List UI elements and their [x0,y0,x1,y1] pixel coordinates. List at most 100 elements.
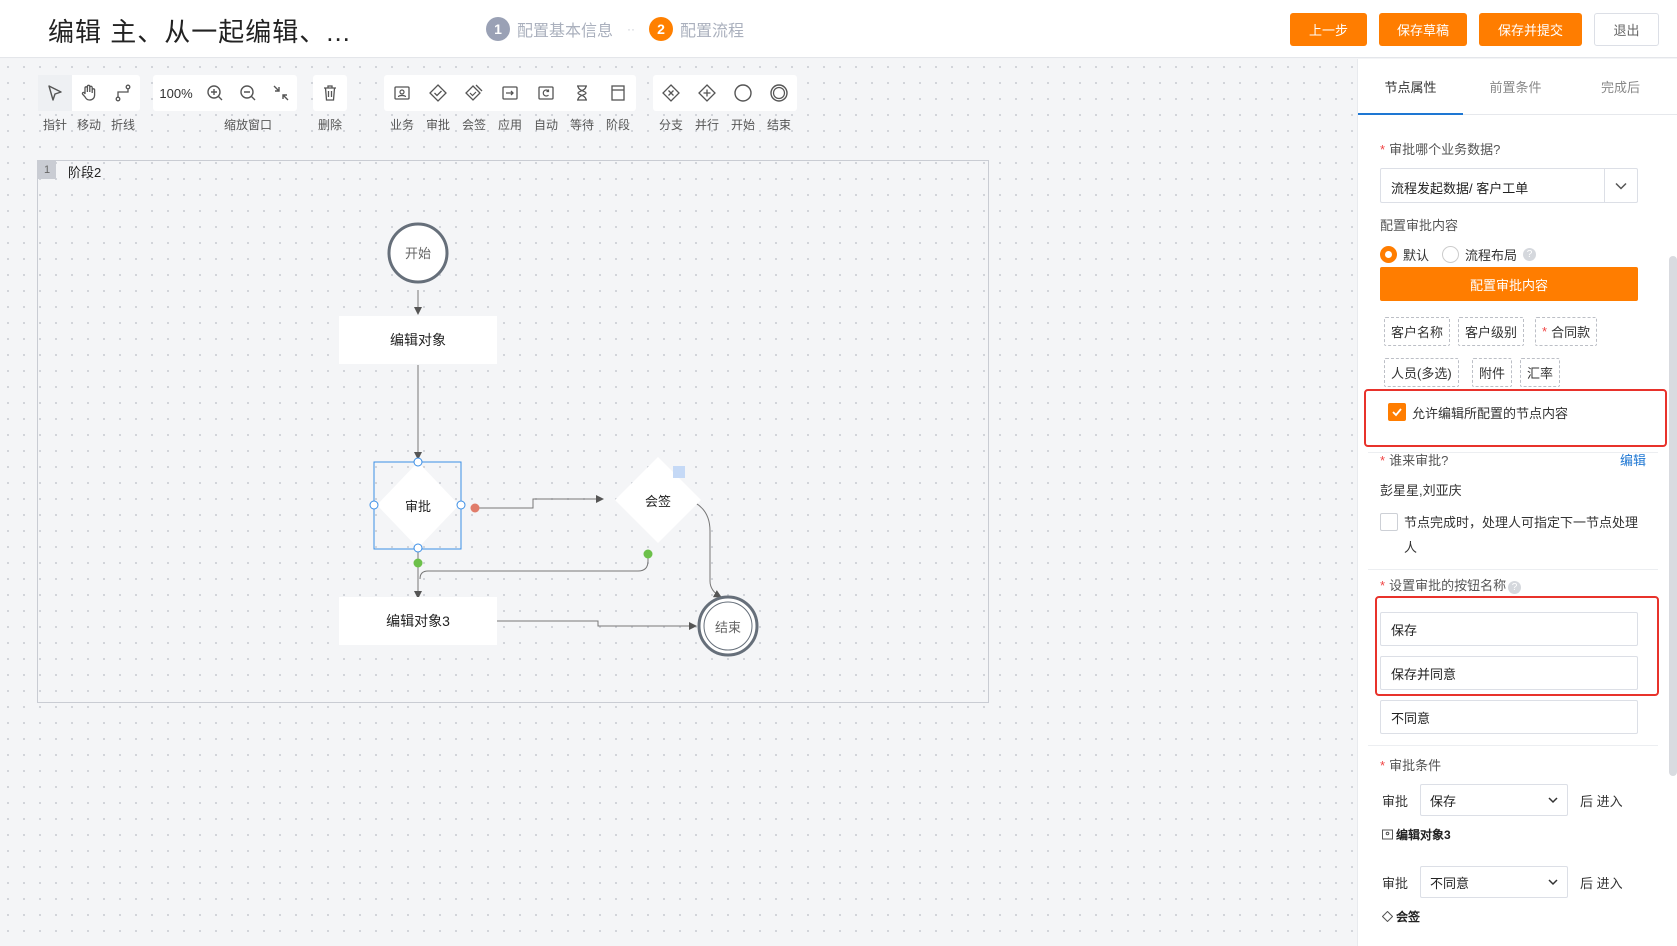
field-tag-required[interactable]: *合同款 [1535,317,1598,346]
zoom-in-icon [207,85,223,101]
condition-select[interactable]: 不同意 [1420,866,1568,898]
help-icon[interactable]: ? [1523,248,1537,261]
help-icon[interactable]: ? [1508,581,1522,594]
polyline-tool[interactable] [106,75,140,111]
approve-label: 审批 [425,118,450,132]
fit-window-button[interactable] [264,75,297,111]
config-content-button[interactable]: 配置审批内容 [1380,267,1638,301]
stage-tool[interactable] [600,75,636,111]
start-tool[interactable] [725,75,761,111]
countersign-node-shape[interactable] [615,457,701,543]
button-name-input[interactable]: 保存并同意 [1380,656,1638,690]
end-node-shape[interactable] [697,595,759,657]
button-names-label: *设置审批的按钮名称? [1380,575,1522,594]
business-tool[interactable] [384,75,420,111]
auto-tool[interactable] [528,75,564,111]
edit-approvers-link[interactable]: 编辑 [1620,453,1647,468]
handle-bottom[interactable] [413,543,423,553]
save-submit-button[interactable]: 保存并提交 [1479,13,1582,46]
prev-step-button[interactable]: 上一步 [1290,13,1367,46]
tab-node-properties[interactable]: 节点属性 [1358,59,1463,115]
content-config-label: 配置审批内容 [1380,218,1459,233]
connect-point-green[interactable] [413,558,423,568]
save-draft-button[interactable]: 保存草稿 [1379,13,1467,46]
edge-edit3-to-end[interactable] [493,620,697,630]
branch-tool[interactable] [653,75,689,111]
countersign-badge [673,466,685,478]
condition-select-value: 保存 [1430,793,1457,809]
apply-tool[interactable] [492,75,528,111]
countersign-tool[interactable] [456,75,492,111]
step-basic-info[interactable]: 1 配置基本信息 [486,17,613,41]
wait-label: 等待 [569,118,594,132]
end-circle-icon [770,84,788,102]
handle-right[interactable] [456,500,466,510]
toolgroup-delete [313,75,347,111]
tab-after-completion[interactable]: 完成后 [1600,80,1640,95]
parallel-icon [698,84,716,102]
flow-canvas[interactable]: 指针 移动 折线 100% 缩放窗口 删除 [0,59,1357,946]
countersign-node-icon [1382,911,1393,922]
business-icon [394,86,410,100]
move-tool[interactable] [72,75,106,111]
parallel-tool[interactable] [689,75,725,111]
field-tag[interactable]: 人员(多选) [1384,358,1459,387]
edge-countersign-to-edit3[interactable] [419,554,649,580]
step-config-flow[interactable]: 2 配置流程 [649,17,744,41]
toolgroup-control [653,75,797,111]
handle-top[interactable] [413,457,423,467]
tab-preconditions[interactable]: 前置条件 [1489,80,1542,95]
condition-select[interactable]: 保存 [1420,784,1568,816]
edge-countersign-to-end[interactable] [685,498,722,598]
condition-prefix: 审批 [1382,876,1409,891]
connect-point-green[interactable] [643,549,653,559]
allow-edit-checkbox[interactable]: 允许编辑所配置的节点内容 [1388,403,1568,422]
auto-label: 自动 [533,118,558,132]
field-tag[interactable]: 客户级别 [1458,317,1525,346]
highlight-box [1364,389,1667,447]
field-tag[interactable]: 附件 [1472,358,1513,387]
button-name-input[interactable]: 保存 [1380,612,1638,646]
radio-default[interactable]: 默认 [1380,245,1429,264]
business-data-select[interactable]: 流程发起数据/ 客户工单 [1380,168,1638,203]
field-tag[interactable]: 汇率 [1520,358,1561,387]
pointer-tool[interactable] [38,75,72,111]
radio-flow-layout[interactable]: 流程布局 ? [1442,245,1537,264]
connect-point-red[interactable] [470,503,480,513]
zoom-in-button[interactable] [199,75,232,111]
approve-diamond-icon [429,84,447,102]
hand-icon [81,84,96,101]
toolgroup-navigate [38,75,140,111]
edge-approve-to-countersign[interactable] [479,495,604,509]
approve-tool[interactable] [420,75,456,111]
next-assign-checkbox[interactable]: 节点完成时，处理人可指定下一节点处理人 [1380,510,1642,560]
chevron-down-icon [1547,794,1559,809]
stage-container[interactable]: 1 阶段2 [37,160,989,703]
radio-layout-label: 流程布局 [1465,248,1518,263]
shrink-icon [273,85,289,101]
end-tool[interactable] [761,75,797,111]
step-indicator: 1 配置基本信息 ·· 2 配置流程 [486,17,744,41]
zoom-out-button[interactable] [232,75,265,111]
countersign-diamond-icon [465,84,483,101]
panel-scrollbar[interactable] [1669,256,1677,776]
branch-label: 分支 [658,118,683,132]
exit-button[interactable]: 退出 [1594,13,1659,46]
edit-object3-node[interactable]: 编辑对象3 [339,597,497,645]
divider [1368,745,1658,746]
field-tag[interactable]: 客户名称 [1384,317,1451,346]
approvers-value: 彭星星,刘亚庆 [1380,483,1462,498]
pointer-label: 指针 [42,118,67,132]
approve-node-shape[interactable] [377,462,459,548]
countersign-label: 会签 [461,118,486,132]
start-node-shape[interactable] [387,222,449,284]
button-name-input[interactable]: 不同意 [1380,700,1638,734]
delete-tool[interactable] [313,75,347,111]
edit-object-node[interactable]: 编辑对象 [339,316,497,364]
toolgroup-zoom: 100% [153,75,297,111]
wait-tool[interactable] [564,75,600,111]
stage-name: 阶段2 [68,165,102,180]
handle-left[interactable] [369,500,379,510]
zoom-out-icon [240,85,256,101]
zoom-window-label: 缩放窗口 [223,118,272,132]
